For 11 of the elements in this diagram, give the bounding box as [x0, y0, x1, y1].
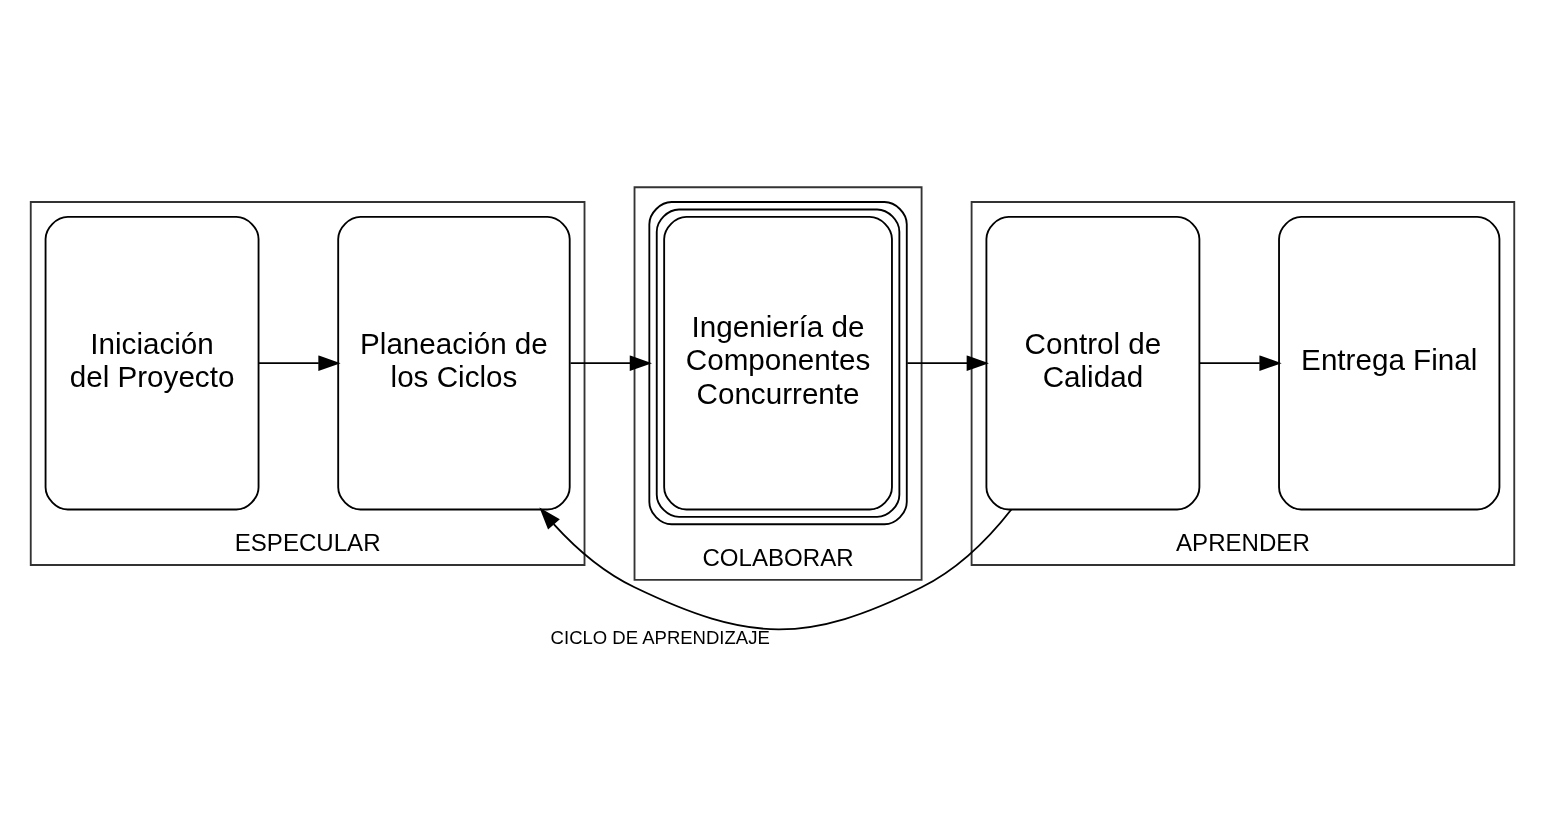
- node-box: Iniciación del Proyecto: [44, 215, 260, 511]
- arrow: [539, 507, 1013, 631]
- edge-label: CICLO DE APRENDIZAJE: [550, 627, 770, 649]
- arrow: [569, 355, 652, 371]
- node-box: Control de Calidad: [985, 215, 1201, 511]
- node-box: Entrega Final: [1278, 215, 1501, 511]
- node-box: Planeación de los Ciclos: [337, 215, 571, 511]
- arrow: [1198, 355, 1282, 371]
- node-box: Ingeniería de Componentes Concurrente: [648, 201, 908, 526]
- arrow: [906, 355, 989, 371]
- arrow: [258, 355, 341, 371]
